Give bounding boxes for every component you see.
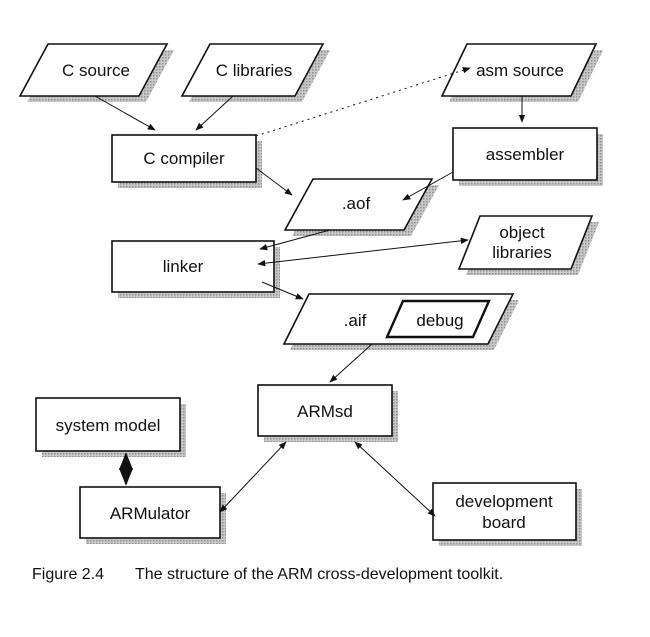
- toolkit-diagram: C source C libraries asm source C compil…: [18, 43, 603, 546]
- arrow-csource-compiler: [94, 95, 156, 131]
- system-model-label: system model: [56, 416, 161, 435]
- arrow-armsd-armulator: [219, 441, 287, 513]
- assembler-node: [452, 127, 598, 181]
- arrow-compiler-aof: [255, 167, 293, 196]
- dotted-compiler-asm: [255, 67, 471, 137]
- arrow-armsd-devboard: [354, 441, 436, 517]
- armulator-label: ARMulator: [110, 504, 191, 523]
- development-board-label-line2: board: [482, 513, 525, 532]
- asm-source-label: asm source: [476, 61, 564, 80]
- figure-label: Figure 2.4: [32, 566, 105, 583]
- aof-label: .aof: [342, 194, 371, 213]
- arrow-clibs-compiler: [195, 95, 234, 131]
- arrow-aif-armsd: [329, 343, 373, 383]
- figure-caption: The structure of the ARM cross-developme…: [135, 566, 504, 583]
- arrow-linker-aif: [261, 281, 304, 300]
- c-source-node: [18, 43, 169, 97]
- linker-label: linker: [163, 257, 204, 276]
- debug-node: [385, 299, 491, 339]
- aif-label: .aif: [344, 311, 367, 330]
- c-libraries-node: [180, 43, 325, 97]
- armulator-node: [79, 486, 221, 539]
- development-board-label-line1: development: [455, 492, 553, 511]
- object-libraries-label-line2: libraries: [492, 243, 552, 262]
- c-compiler-label: C compiler: [143, 149, 225, 168]
- armsd-node: [257, 384, 393, 437]
- c-compiler-node: [111, 134, 257, 183]
- debug-label: debug: [416, 311, 463, 330]
- arrow-assembler-aof: [402, 171, 454, 201]
- asm-source-node: [440, 43, 598, 97]
- arrow-linker-objlibs: [257, 237, 469, 267]
- linker-node: [111, 240, 275, 293]
- aof-node: [283, 178, 434, 231]
- object-libraries-label-line1: object: [499, 223, 545, 242]
- system-model-node: [35, 397, 181, 452]
- c-libraries-label: C libraries: [216, 61, 293, 80]
- assembler-label: assembler: [486, 145, 565, 164]
- c-source-label: C source: [62, 61, 130, 80]
- armsd-label: ARMsd: [297, 402, 353, 421]
- development-board-node: [432, 482, 577, 541]
